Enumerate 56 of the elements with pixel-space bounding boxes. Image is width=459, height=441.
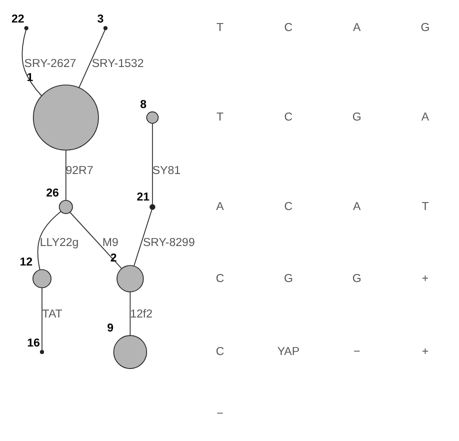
label: − xyxy=(353,346,360,358)
node-label: 3 xyxy=(97,13,104,26)
edge-label: SRY-1532 xyxy=(92,58,144,70)
edge-label: SRY-8299 xyxy=(142,236,195,248)
label: A xyxy=(353,22,361,34)
label: G xyxy=(284,272,293,284)
edge-label: TAT xyxy=(42,308,62,320)
node-circle xyxy=(24,26,28,30)
label: T xyxy=(216,111,224,124)
node-circle xyxy=(32,268,52,288)
label: T xyxy=(422,200,429,213)
edge-label: LLY22g xyxy=(40,236,79,248)
label: C xyxy=(284,22,293,34)
connector xyxy=(134,208,152,266)
connector xyxy=(37,210,62,270)
edge-label: SRY-2627 xyxy=(24,58,76,70)
edge-label: 12f2 xyxy=(130,308,153,320)
connector xyxy=(130,291,131,336)
connector xyxy=(70,212,122,268)
node-circle xyxy=(103,26,108,30)
node-circle xyxy=(58,199,73,214)
node-label: 9 xyxy=(107,322,114,334)
node-label: 1 xyxy=(26,72,34,84)
node-label: 16 xyxy=(27,336,40,349)
label: A xyxy=(216,200,224,213)
node-label: 26 xyxy=(46,186,59,199)
label: G xyxy=(352,272,362,284)
node-label: 21 xyxy=(136,191,150,204)
node-label: 8 xyxy=(140,98,146,110)
label: A xyxy=(421,111,430,124)
connector xyxy=(78,29,106,88)
connector xyxy=(22,29,42,96)
node-circle xyxy=(40,349,44,354)
connector xyxy=(65,149,66,200)
connector xyxy=(152,122,153,204)
label: C xyxy=(216,272,224,284)
node-label: 12 xyxy=(20,256,33,268)
label: C xyxy=(216,346,224,358)
node-circle xyxy=(150,204,156,210)
edge-label: M9 xyxy=(102,236,118,248)
label: − xyxy=(216,407,224,420)
label: G xyxy=(420,22,430,34)
label: C xyxy=(284,200,293,213)
label: + xyxy=(422,272,429,284)
edge-label: SY81 xyxy=(152,164,181,177)
label: A xyxy=(353,200,361,213)
node-circle xyxy=(116,264,144,292)
node-circle xyxy=(146,110,159,124)
label: + xyxy=(422,346,429,358)
label: C xyxy=(284,111,293,124)
label: YAP xyxy=(277,346,300,358)
node-label: 22 xyxy=(11,13,24,26)
node-circle xyxy=(113,334,148,368)
label: G xyxy=(352,111,362,124)
label: T xyxy=(216,22,224,34)
node-circle xyxy=(32,84,99,150)
